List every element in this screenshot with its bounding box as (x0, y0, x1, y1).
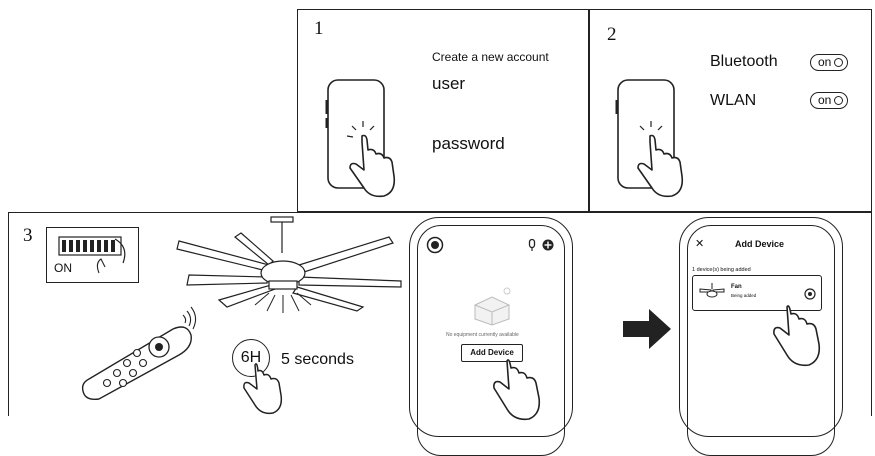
step3-panel: 3 ON (8, 212, 872, 456)
bluetooth-toggle-state: on (818, 55, 832, 69)
fan-device-icon (699, 283, 725, 298)
ceiling-fan-icon (176, 216, 402, 313)
create-account-text: Create a new account (432, 50, 549, 64)
remote-control-icon (81, 306, 197, 401)
empty-box-icon (474, 287, 511, 326)
add-device-button[interactable]: Add Device (461, 344, 523, 362)
microphone-icon[interactable] (527, 238, 537, 251)
device-card[interactable]: Fan Being added (692, 275, 822, 311)
step1-number: 1 (314, 18, 324, 39)
add-circle-icon[interactable] (542, 239, 554, 251)
empty-state-text: No equipment currently available (446, 332, 519, 338)
toggle-knob (834, 57, 843, 67)
adding-status-text: 1 device(s) being added (692, 267, 751, 273)
bluetooth-label: Bluetooth (710, 53, 778, 70)
toggle-knob (834, 95, 843, 105)
step2-number: 2 (607, 24, 617, 45)
phone-app-home (409, 217, 573, 456)
wlan-toggle-state: on (818, 93, 832, 107)
step1-panel: 1 Create a new account user password (297, 9, 589, 212)
hand-tap-icon (346, 121, 396, 198)
hold-duration-text: 5 seconds (281, 351, 354, 368)
password-label: password (432, 134, 505, 153)
switch-on-label: ON (54, 261, 72, 275)
wlan-label: WLAN (710, 92, 757, 109)
target-icon (804, 288, 816, 300)
six-hour-label: 6H (240, 349, 262, 366)
hand-tap-icon (243, 363, 283, 415)
hand-tap-icon (493, 359, 541, 421)
user-avatar-icon[interactable] (426, 236, 444, 254)
add-device-label: Add Device (470, 348, 514, 357)
step2-panel: 2 Bluetooth on WLAN on (589, 9, 872, 212)
user-label: user (432, 74, 466, 93)
hand-tap-icon (637, 121, 684, 198)
six-hour-button[interactable]: 6H (232, 339, 270, 377)
add-device-title: Add Device (735, 239, 785, 249)
wlan-toggle[interactable]: on (810, 92, 848, 109)
device-status: Being added (731, 293, 757, 298)
arrow-right-icon (623, 309, 671, 349)
circuit-breaker-icon (58, 236, 126, 274)
device-name: Fan (731, 284, 742, 290)
close-icon[interactable]: ✕ (695, 238, 705, 250)
hand-tap-icon (773, 305, 821, 367)
bluetooth-toggle[interactable]: on (810, 54, 848, 71)
step3-number: 3 (23, 225, 33, 246)
circuit-breaker-box (46, 227, 139, 283)
